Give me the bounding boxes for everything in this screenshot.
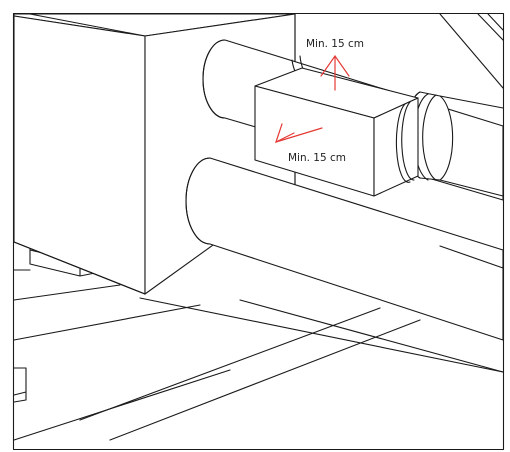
clearance-arrow-top xyxy=(320,54,350,91)
background-structure xyxy=(439,13,504,89)
sensor-box xyxy=(254,67,419,197)
clearance-top-label: Min. 15 cm xyxy=(306,38,364,50)
clearance-arrow-front xyxy=(274,123,323,144)
clearance-front-label: Min. 15 cm xyxy=(288,152,346,164)
lower-pipe xyxy=(185,157,504,341)
